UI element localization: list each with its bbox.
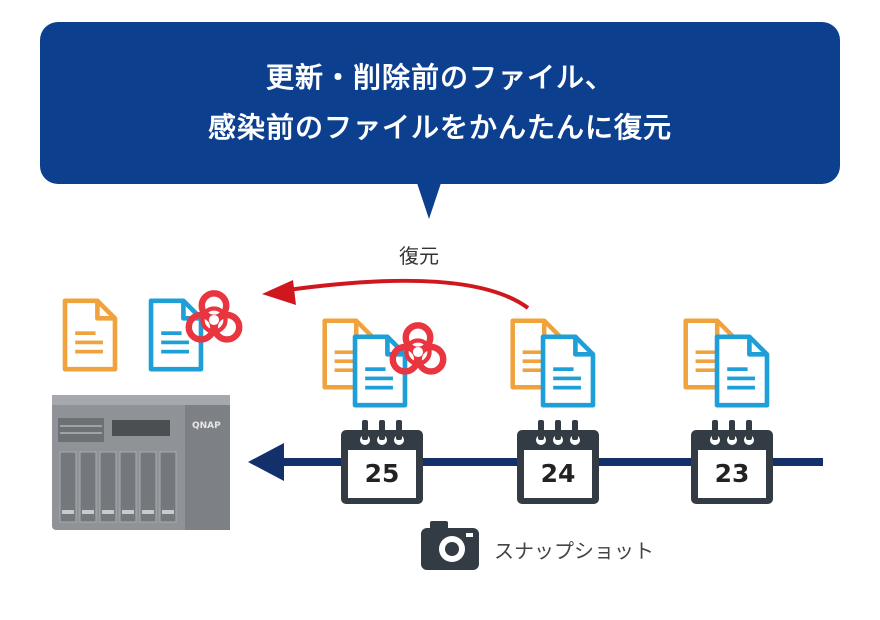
snapshot-day: 24 — [541, 459, 576, 488]
document-orange-icon — [65, 301, 115, 369]
nas-logo: QNAP — [192, 421, 221, 431]
document-blue-icon — [717, 337, 767, 405]
snapshot-23: 23 — [686, 321, 773, 504]
document-blue-icon — [543, 337, 593, 405]
restore-arrow — [262, 278, 530, 310]
restored-files — [65, 293, 239, 369]
nas-device: QNAP — [52, 395, 230, 530]
headline-banner: 更新・削除前のファイル、 感染前のファイルをかんたんに復元 — [40, 22, 840, 184]
snapshot-day: 23 — [715, 459, 750, 488]
headline-line-1: 更新・削除前のファイル、 — [265, 61, 614, 94]
restore-label: 復元 — [399, 244, 439, 268]
headline-line-2: 感染前のファイルをかんたんに復元 — [207, 111, 672, 144]
snapshot-label: スナップショット — [494, 539, 654, 563]
snapshot-25: 25 — [325, 321, 443, 504]
snapshot-day: 25 — [365, 459, 400, 488]
speech-bubble-tail — [417, 183, 441, 219]
camera-icon — [421, 521, 479, 570]
snapshot-24: 24 — [513, 321, 599, 504]
